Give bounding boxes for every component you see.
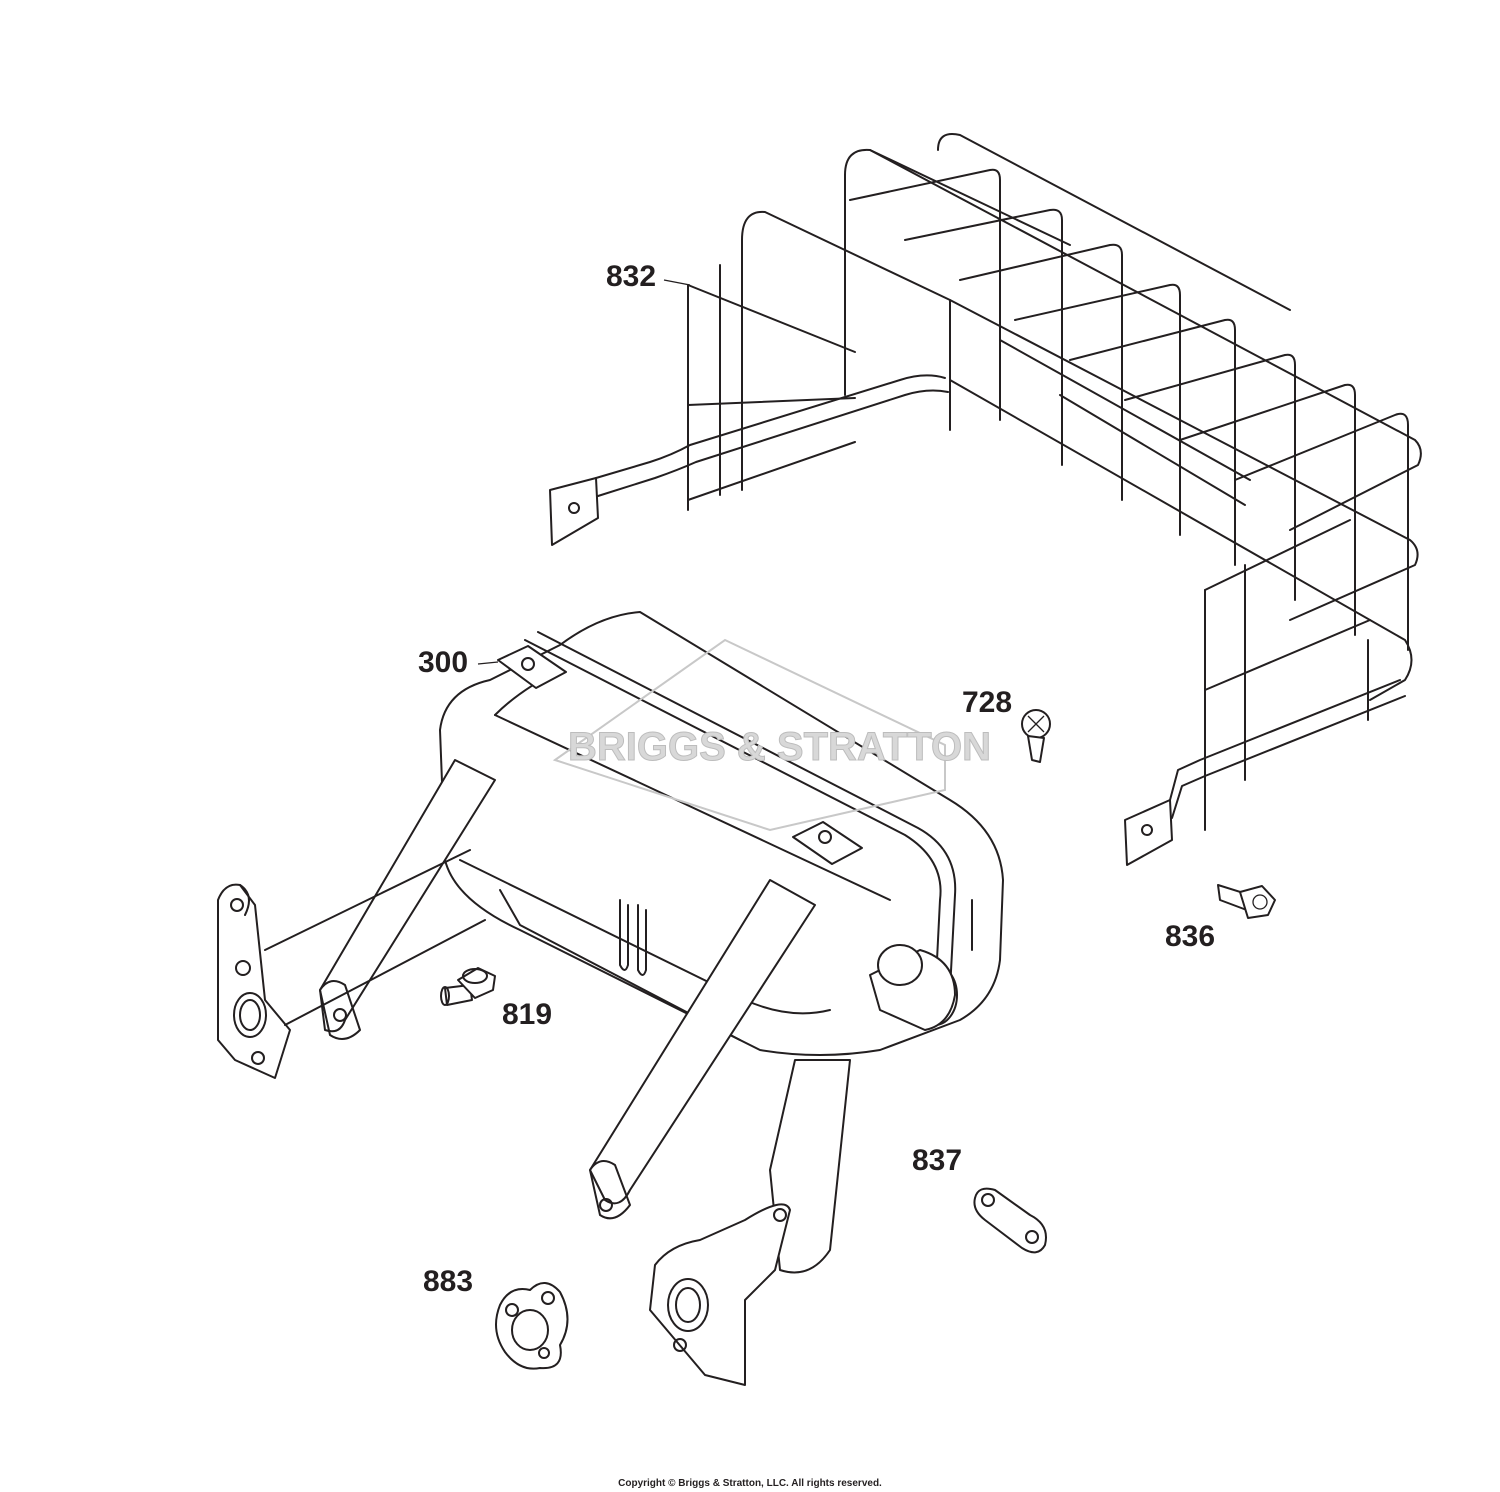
wire-guard-832[interactable] [549,133,1422,866]
screw-836[interactable] [1217,884,1276,919]
callout-837[interactable]: 837 [912,1144,963,1177]
callout-819[interactable]: 819 [502,998,553,1031]
lock-plate-837[interactable] [973,1187,1047,1254]
muffler-300[interactable]: BRIGGS & STRATTON [217,611,1004,1386]
leader-lines [477,279,691,665]
bolt-819[interactable] [440,967,496,1006]
screw-728[interactable] [1021,709,1051,763]
guard-ribs [849,168,1409,651]
callout-883[interactable]: 883 [423,1265,474,1298]
callout-728[interactable]: 728 [962,686,1013,719]
callout-832[interactable]: 832 [606,260,657,293]
gasket-883[interactable] [495,1282,569,1370]
callout-836[interactable]: 836 [1165,920,1216,953]
watermark-text: BRIGGS & STRATTON [568,725,991,769]
copyright-notice: Copyright © Briggs & Stratton, LLC. All … [618,1478,882,1489]
callout-300[interactable]: 300 [418,646,469,679]
